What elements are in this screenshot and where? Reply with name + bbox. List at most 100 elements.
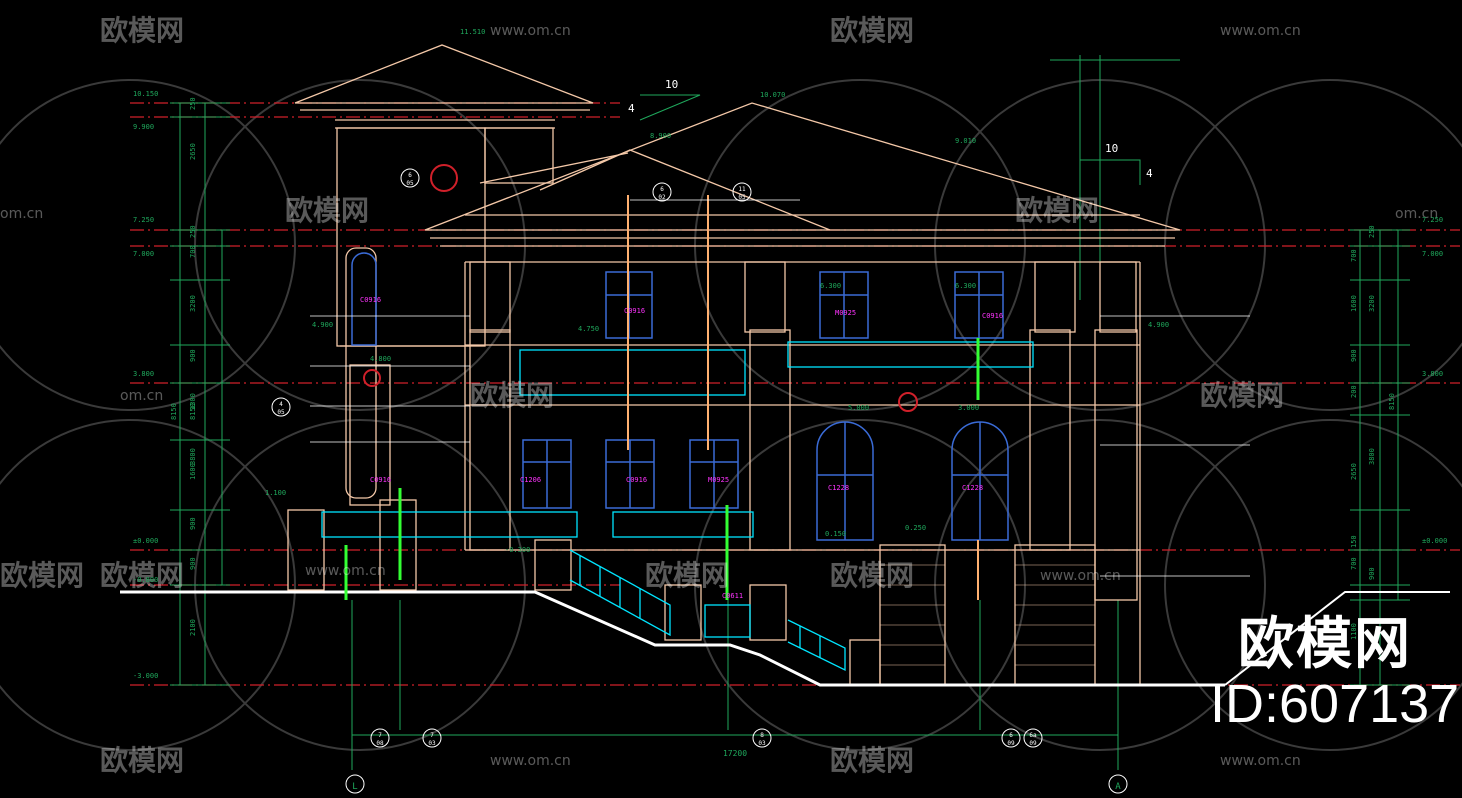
elevation-mark: 0.250 <box>905 524 926 532</box>
dimension-left: 250 <box>189 97 197 110</box>
window-tag: M0925 <box>708 476 729 484</box>
watermark-brand: 欧模网 <box>470 379 554 412</box>
dimension-right: 700 <box>1350 557 1358 570</box>
dimension-left: 8150 <box>189 403 197 420</box>
watermark-brand-partial: 欧模网 <box>0 559 84 592</box>
dimension-left: 250 <box>189 225 197 238</box>
elevation-mark: 4.900 <box>312 321 333 329</box>
slope-rise: 4 <box>1146 167 1153 180</box>
dimension-left: 900 <box>189 349 197 362</box>
watermark-site: www.om.cn <box>490 753 571 769</box>
detail-number: 8 <box>760 732 764 739</box>
dimension-left: 3200 <box>189 295 197 312</box>
elevation-mark: 4.750 <box>578 325 599 333</box>
dimension-right: 900 <box>1350 349 1358 362</box>
elevation-mark: 7.000 <box>133 250 154 258</box>
dimension-right: 3200 <box>1368 295 1376 312</box>
detail-sheet: 03 <box>758 740 766 747</box>
detail-number: 6a <box>1029 732 1037 739</box>
dimension-left: 700 <box>189 245 197 258</box>
dimension-right: 3800 <box>1368 448 1376 465</box>
detail-markers <box>271 168 1128 794</box>
elevation-mark: 7.250 <box>133 216 154 224</box>
detail-number: 7 <box>378 732 382 739</box>
elevation-mark: 3.000 <box>958 404 979 412</box>
elevation-mark: ±0.000 <box>133 537 158 545</box>
watermark-site: www.om.cn <box>1220 23 1301 39</box>
elevation-mark: 4.900 <box>1148 321 1169 329</box>
watermark-brand: 欧模网 <box>100 744 184 777</box>
watermark-brand: 欧模网 <box>100 559 184 592</box>
watermark-brand: 欧模网 <box>830 559 914 592</box>
dimension-lines <box>170 55 1410 770</box>
dimension-left: 900 <box>189 557 197 570</box>
elevation-mark: 8.900 <box>650 132 671 140</box>
watermark-brand: 欧模网 <box>1015 194 1099 227</box>
elevation-mark: 6.300 <box>820 282 841 290</box>
elevation-mark: -0.300 <box>505 546 530 554</box>
leaders <box>344 195 980 600</box>
detail-number: 6 <box>408 172 412 179</box>
brick-hatch <box>880 564 1095 666</box>
watermark-site: www.om.cn <box>1220 753 1301 769</box>
watermark-site-short: om.cn <box>120 388 163 404</box>
brand-text: 欧模网 <box>1238 612 1412 677</box>
axis-label: L <box>352 782 357 792</box>
elevation-mark: -0.800 <box>133 576 158 584</box>
watermark-texts: 欧模网欧模网欧模网欧模网欧模网欧模网欧模网欧模网欧模网欧模网欧模网欧模网www.… <box>0 14 1438 777</box>
elevation-mark: 9.900 <box>133 123 154 131</box>
dimension-left: 2100 <box>189 619 197 636</box>
watermark-site-short: om.cn <box>0 206 43 222</box>
cad-labels: 11.51010.1509.90010.0708.9009.0107.2507.… <box>133 28 1447 792</box>
elevation-mark: 7.000 <box>1422 250 1443 258</box>
watermark-brand: 欧模网 <box>645 559 729 592</box>
detail-number: 11 <box>738 186 746 193</box>
building-walls <box>287 127 1141 686</box>
detail-sheet: 08 <box>376 740 384 747</box>
axis-label: A <box>1115 782 1121 792</box>
elevation-mark: -3.000 <box>133 672 158 680</box>
dimension-right: 900 <box>1368 567 1376 580</box>
watermark-brand: 欧模网 <box>1200 379 1284 412</box>
elevation-mark: 10.150 <box>133 90 158 98</box>
dimension-right: 2650 <box>1350 463 1358 480</box>
railings <box>321 341 1034 672</box>
window-tag: C0611 <box>722 592 743 600</box>
window-tag: C0916 <box>624 307 645 315</box>
elevation-mark: 5.000 <box>848 404 869 412</box>
watermark-site: www.om.cn <box>1040 568 1121 584</box>
watermark-site: www.om.cn <box>305 563 386 579</box>
dimension-right: 8150 <box>1388 393 1396 410</box>
detail-number: 4 <box>279 401 283 408</box>
window-tag: C0916 <box>370 476 391 484</box>
watermark-site: www.om.cn <box>490 23 571 39</box>
dimension-right: 200 <box>1350 385 1358 398</box>
detail-number: 6 <box>660 186 664 193</box>
dimension-left: 2650 <box>189 143 197 160</box>
watermark-brand: 欧模网 <box>100 14 184 47</box>
elevation-mark: 1.100 <box>265 489 286 497</box>
window-tag: M0925 <box>835 309 856 317</box>
elevation-mark: 0.150 <box>825 530 846 538</box>
dimension-left: 1300 <box>189 393 197 410</box>
dimension-right: 150 <box>1350 535 1358 548</box>
dimension-right: 1100 <box>1350 623 1358 640</box>
dimension-left: 900 <box>189 517 197 530</box>
slope-run: 10 <box>1105 142 1118 155</box>
detail-sheet: 09 <box>1029 740 1037 747</box>
window-tag: C1206 <box>520 476 541 484</box>
detail-sheet: 05 <box>406 180 414 187</box>
window-tag: C1228 <box>962 484 983 492</box>
window-tag: C0916 <box>360 296 381 304</box>
elevation-mark: 9.010 <box>955 137 976 145</box>
detail-sheet: 03 <box>428 740 436 747</box>
window-tag: C1228 <box>828 484 849 492</box>
detail-sheet: 05 <box>277 409 285 416</box>
elevation-mark: 4.800 <box>370 355 391 363</box>
watermark-site-short: om.cn <box>1395 206 1438 222</box>
elevation-mark: 7.250 <box>1422 216 1443 224</box>
dimension-left: 8150 <box>170 403 178 420</box>
detail-sheet: 09 <box>1007 740 1015 747</box>
elevation-mark: ±0.000 <box>1422 537 1447 545</box>
watermark-brand: 欧模网 <box>830 14 914 47</box>
